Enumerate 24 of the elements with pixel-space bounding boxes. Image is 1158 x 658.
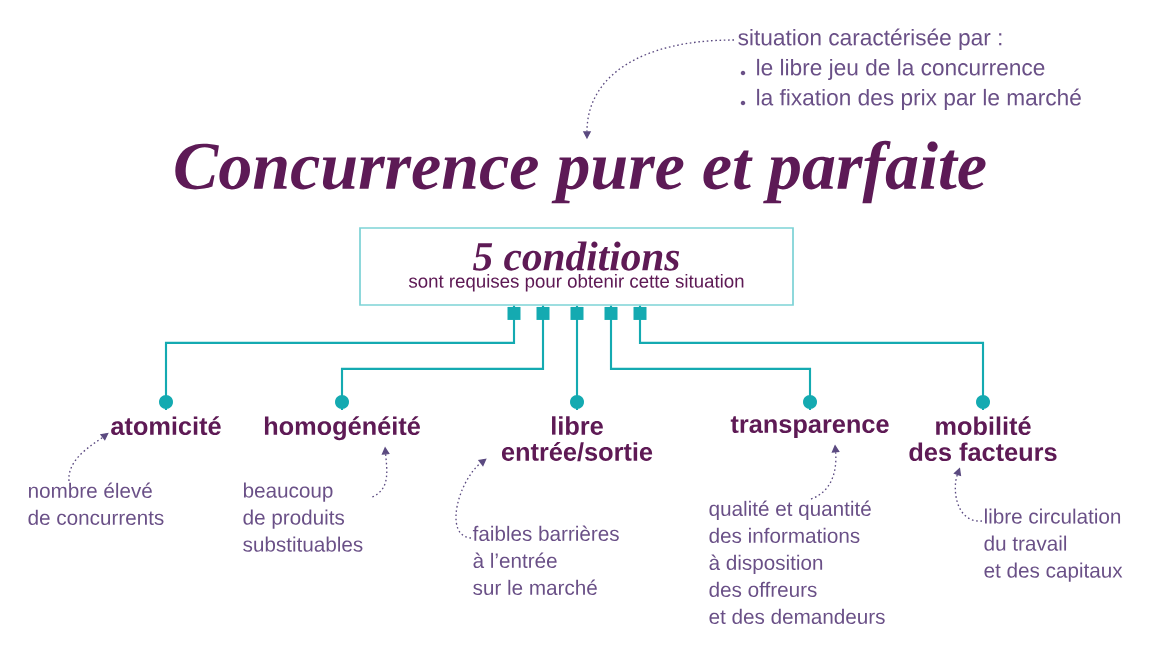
dotted-arrow [455,458,487,539]
dotted-arrow [68,432,109,482]
note-heading: situation caractérisée par : [738,28,1002,50]
connector-line [335,305,550,410]
description-text: qualité et quantité des informations à disposition des offreurs et des demandeurs [709,500,885,625]
condition-label: transparence [730,416,889,439]
connector-line [604,305,817,410]
box-heading: 5 conditions [473,241,680,271]
description-text: nombre élevé de concurrents [28,482,164,526]
description-text: beaucoup de produits substituables [243,482,363,552]
description-text: faibles barrières à l’entrée sur le marché [472,525,619,596]
conditions-box [359,227,794,306]
condition-label: mobilité des facteurs [909,416,1057,462]
condition-label: atomicité [111,416,221,436]
box-subtitle: sont requises pour obtenir cette situation [408,274,744,292]
description-text: libre circulation du travail et des capitaux [984,508,1123,582]
bullet-text: la fixation des prix par le marché [757,88,1081,110]
title-text: Concurrence pure et parfaite [175,140,986,204]
condition-label: libre entrée/sortie [501,416,653,462]
bullet-text: le libre jeu de la concurrence [757,58,1045,80]
connector-line [633,305,990,410]
connector-line [570,305,584,410]
connector-line [159,305,521,410]
condition-label: homogénéité [264,416,420,441]
